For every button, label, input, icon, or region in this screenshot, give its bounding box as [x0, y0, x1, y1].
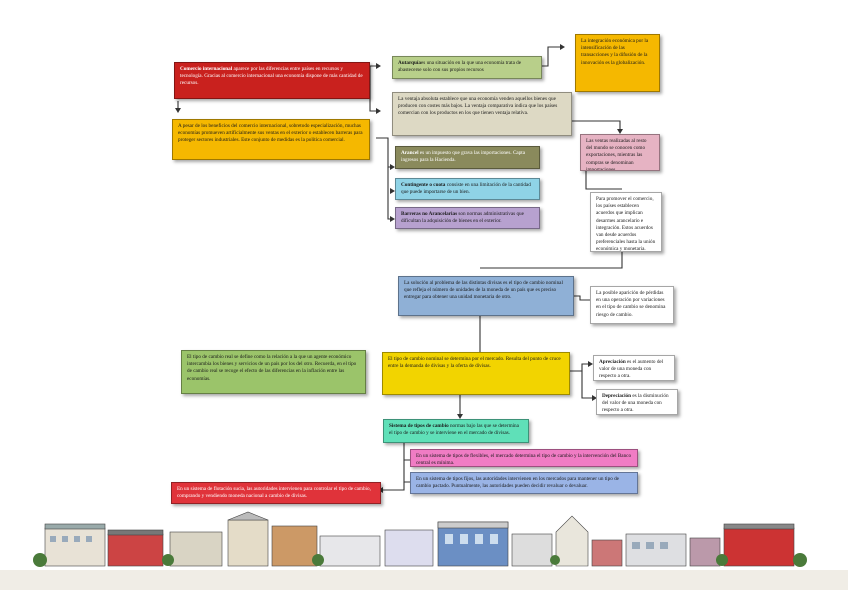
depreciacion-term: Depreciación [602, 393, 631, 399]
arancel-term: Arancel [401, 150, 419, 156]
arancel-text: es un impuesto que grava las importacion… [401, 150, 525, 163]
tipos-flexibles-text: En un sistema de tipos de flexibles, el … [416, 453, 631, 466]
tipo-cambio-nominal-text: La solución al problema de las distintas… [404, 280, 563, 300]
ventaja-box: La ventaja absoluta establece que una ec… [392, 92, 572, 136]
barreras-box: Barreras no Arancelarias son normas admi… [395, 207, 540, 229]
globalizacion-text: La integración económica por la intensif… [581, 38, 648, 66]
acuerdos-text: Para promover el comercio, los países es… [596, 196, 655, 252]
contingente-box: Contingente o cuota consiste en una limi… [395, 178, 540, 200]
apreciacion-box: Apreciación es el aumento del valor de u… [593, 355, 675, 381]
sistema-tipos-term: Sistema de tipos de cambio [389, 423, 449, 429]
tipos-fijos-text: En un sistema de tipos fijos, las autori… [416, 476, 619, 489]
riesgo-cambio-text: La posible aparición de pérdidas en una … [596, 290, 665, 318]
globalizacion-box: La integración económica por la intensif… [575, 34, 660, 92]
riesgo-cambio-box: La posible aparición de pérdidas en una … [590, 286, 674, 324]
politica-comercial-box: A pesar de los beneficios del comercio i… [172, 119, 370, 160]
ventaja-text: La ventaja absoluta establece que una ec… [398, 96, 557, 116]
tipo-cambio-real-box: El tipo de cambio real se define como la… [181, 350, 366, 394]
politica-comercial-text: A pesar de los beneficios del comercio i… [178, 123, 363, 143]
tipos-fijos-box: En un sistema de tipos fijos, las autori… [410, 472, 638, 494]
comercio-term: Comercio internacional [180, 66, 232, 72]
mercado-divisas-box: El tipo de cambio nominal se determina p… [382, 352, 570, 395]
tipos-flexibles-box: En un sistema de tipos de flexibles, el … [410, 449, 638, 467]
tipo-cambio-nominal-box: La solución al problema de las distintas… [398, 276, 574, 316]
autarquia-box: Autarquíaes una situación en la que una … [392, 56, 542, 79]
sistema-tipos-box: Sistema de tipos de cambio normas bajo l… [383, 419, 529, 443]
tipo-cambio-real-text: El tipo de cambio real se define como la… [187, 354, 356, 382]
autarquia-term: Autarquía [398, 60, 421, 66]
cityscape-illustration [0, 510, 848, 590]
comercio-internacional-box: Comercio internacional aparece por las d… [174, 62, 370, 99]
apreciacion-term: Apreciación [599, 359, 626, 365]
flotacion-sucia-box: En un sistema de flotación sucia, las au… [171, 482, 381, 504]
ventas-box: Las ventas realizadas al resto del mundo… [580, 134, 660, 171]
acuerdos-box: Para promover el comercio, los países es… [590, 192, 662, 252]
barreras-term: Barreras no Arancelarias [401, 211, 457, 217]
mercado-divisas-text: El tipo de cambio nominal se determina p… [388, 356, 561, 369]
depreciacion-box: Depreciación es la disminución del valor… [596, 389, 678, 415]
contingente-term: Contingente o cuota [401, 182, 445, 188]
ventas-text: Las ventas realizadas al resto del mundo… [586, 138, 647, 171]
flotacion-sucia-text: En un sistema de flotación sucia, las au… [177, 486, 371, 499]
arancel-box: Arancel es un impuesto que grava las imp… [395, 146, 540, 169]
